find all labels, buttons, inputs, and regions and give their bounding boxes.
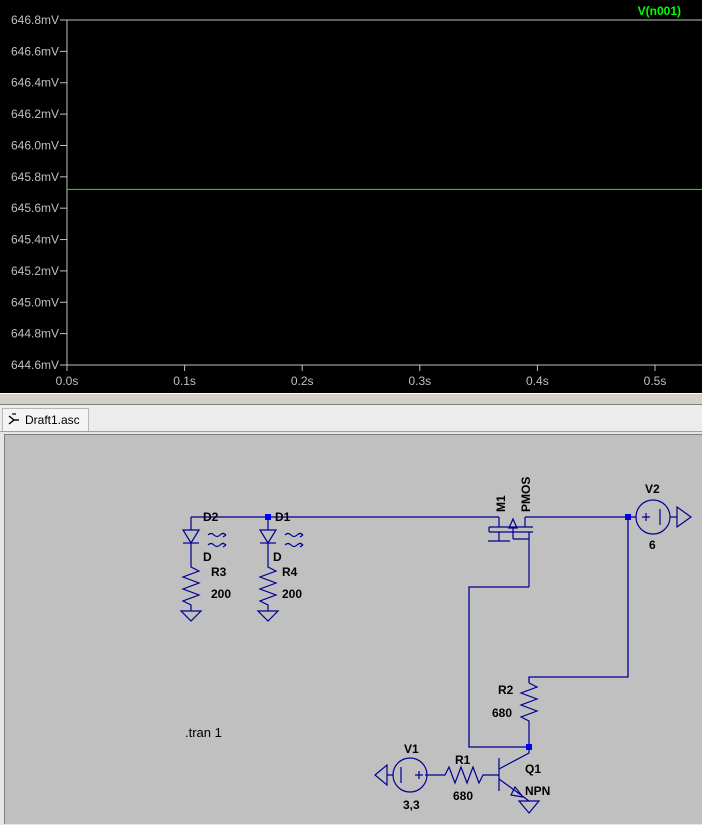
y-tick-label: 645.0mV bbox=[11, 295, 59, 309]
x-tick-label: 0.4s bbox=[526, 374, 549, 388]
x-tick-label: 0.2s bbox=[291, 374, 314, 388]
waveform-plot-pane[interactable]: 646.8mV 646.6mV 646.4mV 646.2mV 646.0mV 645.8… bbox=[0, 0, 702, 393]
tab-draft1-asc[interactable]: Draft1.asc bbox=[2, 408, 89, 431]
r4-ref-label: R4 bbox=[282, 565, 298, 579]
y-tick-label: 646.2mV bbox=[11, 107, 59, 121]
drain-to-collector-wire[interactable] bbox=[468, 586, 529, 748]
x-tick-label: 0.1s bbox=[173, 374, 196, 388]
r3-ref-label: R3 bbox=[211, 565, 227, 579]
x-tick-label: 0.0s bbox=[56, 374, 79, 388]
trace-legend-label[interactable]: V(n001) bbox=[638, 4, 681, 18]
r4-value-label: 200 bbox=[282, 587, 302, 601]
spice-directive[interactable]: .tran 1 bbox=[185, 725, 222, 740]
v2-to-r2-wire[interactable] bbox=[528, 517, 629, 683]
y-tick-label: 645.4mV bbox=[11, 233, 59, 247]
ground-symbol-r3 bbox=[179, 610, 203, 622]
y-tick-label: 644.6mV bbox=[11, 358, 59, 372]
waveform-plot: 646.8mV 646.6mV 646.4mV 646.2mV 646.0mV 645.8… bbox=[11, 4, 702, 388]
m1-ref-label: M1 bbox=[494, 495, 508, 512]
schematic-icon bbox=[8, 413, 19, 425]
y-tick-label: 645.2mV bbox=[11, 264, 59, 278]
tab-title: Draft1.asc bbox=[25, 413, 80, 427]
r2-value-label: 680 bbox=[492, 706, 512, 720]
y-tick-label: 646.4mV bbox=[11, 76, 59, 90]
voltage-source-v1[interactable] bbox=[374, 757, 428, 793]
x-tick-label: 0.3s bbox=[408, 374, 431, 388]
d2-ref-label: D2 bbox=[203, 510, 219, 524]
x-axis: 0.0s 0.1s 0.2s 0.3s 0.4s 0.5s bbox=[56, 365, 667, 388]
r1-value-label: 680 bbox=[453, 789, 473, 803]
v2-ref-label: V2 bbox=[645, 482, 660, 496]
y-tick-label: 645.6mV bbox=[11, 201, 59, 215]
resistor-r4[interactable] bbox=[258, 561, 278, 611]
y-tick-label: 644.8mV bbox=[11, 327, 59, 341]
resistor-r3[interactable] bbox=[181, 561, 201, 611]
d2-value-label: D bbox=[203, 550, 212, 564]
v2-value-label: 6 bbox=[649, 538, 656, 552]
y-tick-label: 645.8mV bbox=[11, 170, 59, 184]
r3-value-label: 200 bbox=[211, 587, 231, 601]
diode-d2[interactable] bbox=[181, 517, 227, 561]
schematic-canvas[interactable]: D2 D R3 200 D1 D R4 200 bbox=[4, 434, 702, 824]
m1-value-label: PMOS bbox=[519, 477, 533, 512]
y-tick-label: 646.0mV bbox=[11, 138, 59, 152]
d1-ref-label: D1 bbox=[275, 510, 291, 524]
v1-ref-label: V1 bbox=[404, 742, 419, 756]
document-tab-bar: Draft1.asc bbox=[0, 405, 702, 432]
x-tick-label: 0.5s bbox=[644, 374, 667, 388]
y-tick-label: 646.6mV bbox=[11, 44, 59, 58]
d1-value-label: D bbox=[273, 550, 282, 564]
diode-d1[interactable] bbox=[258, 517, 304, 561]
resistor-r1[interactable] bbox=[425, 765, 499, 785]
ground-symbol-r4 bbox=[256, 610, 280, 622]
schematic-pane: D2 D R3 200 D1 D R4 200 bbox=[0, 432, 702, 825]
npn-transistor-q1[interactable] bbox=[498, 747, 541, 814]
r1-ref-label: R1 bbox=[455, 753, 471, 767]
voltage-source-v2[interactable] bbox=[628, 499, 693, 535]
r2-ref-label: R2 bbox=[498, 683, 514, 697]
q1-ref-label: Q1 bbox=[525, 762, 541, 776]
pane-divider[interactable] bbox=[0, 393, 702, 405]
schematic-drawing: D2 D R3 200 D1 D R4 200 bbox=[179, 477, 693, 814]
y-axis: 646.8mV 646.6mV 646.4mV 646.2mV 646.0mV 645.8… bbox=[11, 13, 67, 372]
q1-value-label: NPN bbox=[525, 784, 550, 798]
resistor-r2[interactable] bbox=[519, 682, 539, 747]
pmos-m1[interactable] bbox=[488, 516, 533, 587]
v1-value-label: 3,3 bbox=[403, 798, 420, 812]
y-tick-label: 646.8mV bbox=[11, 13, 59, 27]
